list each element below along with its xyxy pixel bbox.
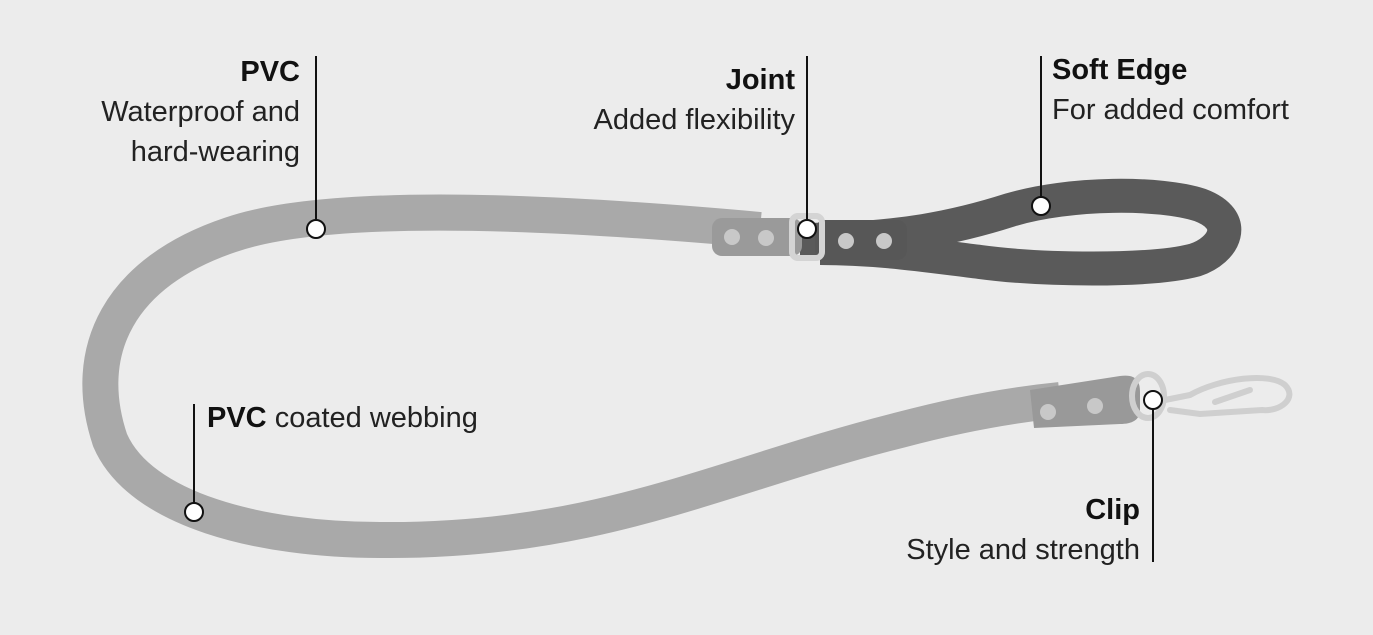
pvc-callout: PVC Waterproof and hard-wearing bbox=[60, 52, 300, 172]
pvc-marker-dot bbox=[306, 219, 326, 239]
webbing-leader-line bbox=[193, 404, 195, 512]
rivet bbox=[876, 233, 892, 249]
soft-edge-marker-dot bbox=[1031, 196, 1051, 216]
webbing-text: coated webbing bbox=[266, 402, 478, 434]
clip-leader-line bbox=[1152, 400, 1154, 562]
joint-callout: Joint Added flexibility bbox=[540, 60, 796, 140]
clip-line1: Style and strength bbox=[906, 534, 1140, 566]
rivet bbox=[1040, 404, 1056, 420]
pvc-line2: hard-wearing bbox=[130, 136, 300, 168]
rivet bbox=[1087, 398, 1103, 414]
rivet bbox=[724, 229, 740, 245]
webbing-title: PVC bbox=[207, 402, 267, 434]
pvc-leader-line bbox=[315, 56, 317, 228]
soft-edge-title: Soft Edge bbox=[1052, 54, 1188, 86]
webbing-callout: PVC coated webbing bbox=[207, 398, 478, 438]
leash-strap bbox=[82, 194, 1062, 559]
rivet bbox=[758, 230, 774, 246]
joint-marker-dot bbox=[797, 219, 817, 239]
snap-clip bbox=[1129, 371, 1293, 421]
joint-title: Joint bbox=[725, 64, 795, 96]
joint-leader-line bbox=[806, 56, 808, 228]
webbing-marker-dot bbox=[184, 502, 204, 522]
pvc-title: PVC bbox=[240, 56, 300, 88]
joint-line1: Added flexibility bbox=[593, 104, 796, 136]
joint-plate-left bbox=[712, 218, 802, 256]
clip-plate bbox=[1030, 375, 1140, 428]
clip-callout: Clip Style and strength bbox=[860, 490, 1140, 570]
pvc-line1: Waterproof and bbox=[101, 96, 300, 128]
rivet bbox=[838, 233, 854, 249]
soft-edge-line1: For added comfort bbox=[1052, 94, 1289, 126]
joint-plate-right bbox=[815, 220, 907, 260]
handle-loop bbox=[799, 178, 1242, 286]
clip-marker-dot bbox=[1143, 390, 1163, 410]
soft-edge-callout: Soft Edge For added comfort bbox=[1052, 50, 1289, 130]
clip-title: Clip bbox=[1085, 494, 1140, 526]
soft-edge-leader-line bbox=[1040, 56, 1042, 206]
